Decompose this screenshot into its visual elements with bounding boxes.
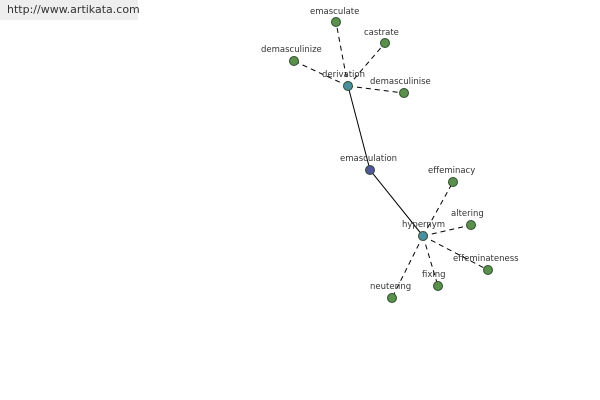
graph-nodes bbox=[289, 17, 493, 303]
site-url-bar[interactable]: http://www.artikata.com bbox=[0, 0, 140, 20]
relation-derivation-label[interactable]: derivation bbox=[322, 70, 365, 80]
edge-emasculation-derivation bbox=[347, 85, 371, 171]
word-neutering-node[interactable] bbox=[387, 293, 397, 303]
relation-hypernym-node[interactable] bbox=[418, 231, 428, 241]
graph-edges bbox=[293, 21, 489, 299]
word-demasculinize-node[interactable] bbox=[289, 56, 299, 66]
relation-derivation-node[interactable] bbox=[343, 81, 353, 91]
edge-derivation-demasculinise bbox=[347, 85, 405, 94]
word-effeminacy-node[interactable] bbox=[448, 177, 458, 187]
edge-emasculation-hypernym bbox=[369, 169, 424, 237]
edge-hypernym-effeminateness bbox=[422, 235, 489, 271]
graph-labels: emasculate castrate demasculinize demasculi… bbox=[261, 7, 519, 292]
word-effeminateness-label[interactable]: effeminateness bbox=[453, 254, 519, 264]
edge-derivation-castrate bbox=[347, 42, 386, 87]
edge-hypernym-neutering bbox=[391, 235, 424, 299]
word-demasculinise-label[interactable]: demasculinise bbox=[370, 77, 431, 87]
edge-derivation-emasculate bbox=[335, 21, 349, 87]
word-altering-node[interactable] bbox=[466, 220, 476, 230]
word-fixing-node[interactable] bbox=[433, 281, 443, 291]
word-demasculinise-node[interactable] bbox=[399, 88, 409, 98]
word-castrate-label[interactable]: castrate bbox=[364, 28, 399, 38]
word-altering-label[interactable]: altering bbox=[451, 209, 484, 219]
word-demasculinize-label[interactable]: demasculinize bbox=[261, 45, 322, 55]
word-effeminacy-label[interactable]: effeminacy bbox=[428, 166, 475, 176]
word-effeminateness-node[interactable] bbox=[483, 265, 493, 275]
word-emasculate-node[interactable] bbox=[331, 17, 341, 27]
word-castrate-node[interactable] bbox=[380, 38, 390, 48]
center-emasculation-label[interactable]: emasculation bbox=[340, 154, 397, 164]
word-fixing-label[interactable]: fixing bbox=[422, 270, 446, 280]
word-neutering-label[interactable]: neutering bbox=[370, 282, 411, 292]
edge-derivation-demasculinize bbox=[293, 60, 349, 87]
center-emasculation-node[interactable] bbox=[365, 165, 375, 175]
word-emasculate-label[interactable]: emasculate bbox=[310, 7, 359, 17]
site-url-link[interactable]: http://www.artikata.com bbox=[7, 3, 140, 16]
relation-hypernym-label[interactable]: hypernym bbox=[402, 220, 445, 230]
edge-hypernym-effeminacy bbox=[422, 181, 454, 237]
